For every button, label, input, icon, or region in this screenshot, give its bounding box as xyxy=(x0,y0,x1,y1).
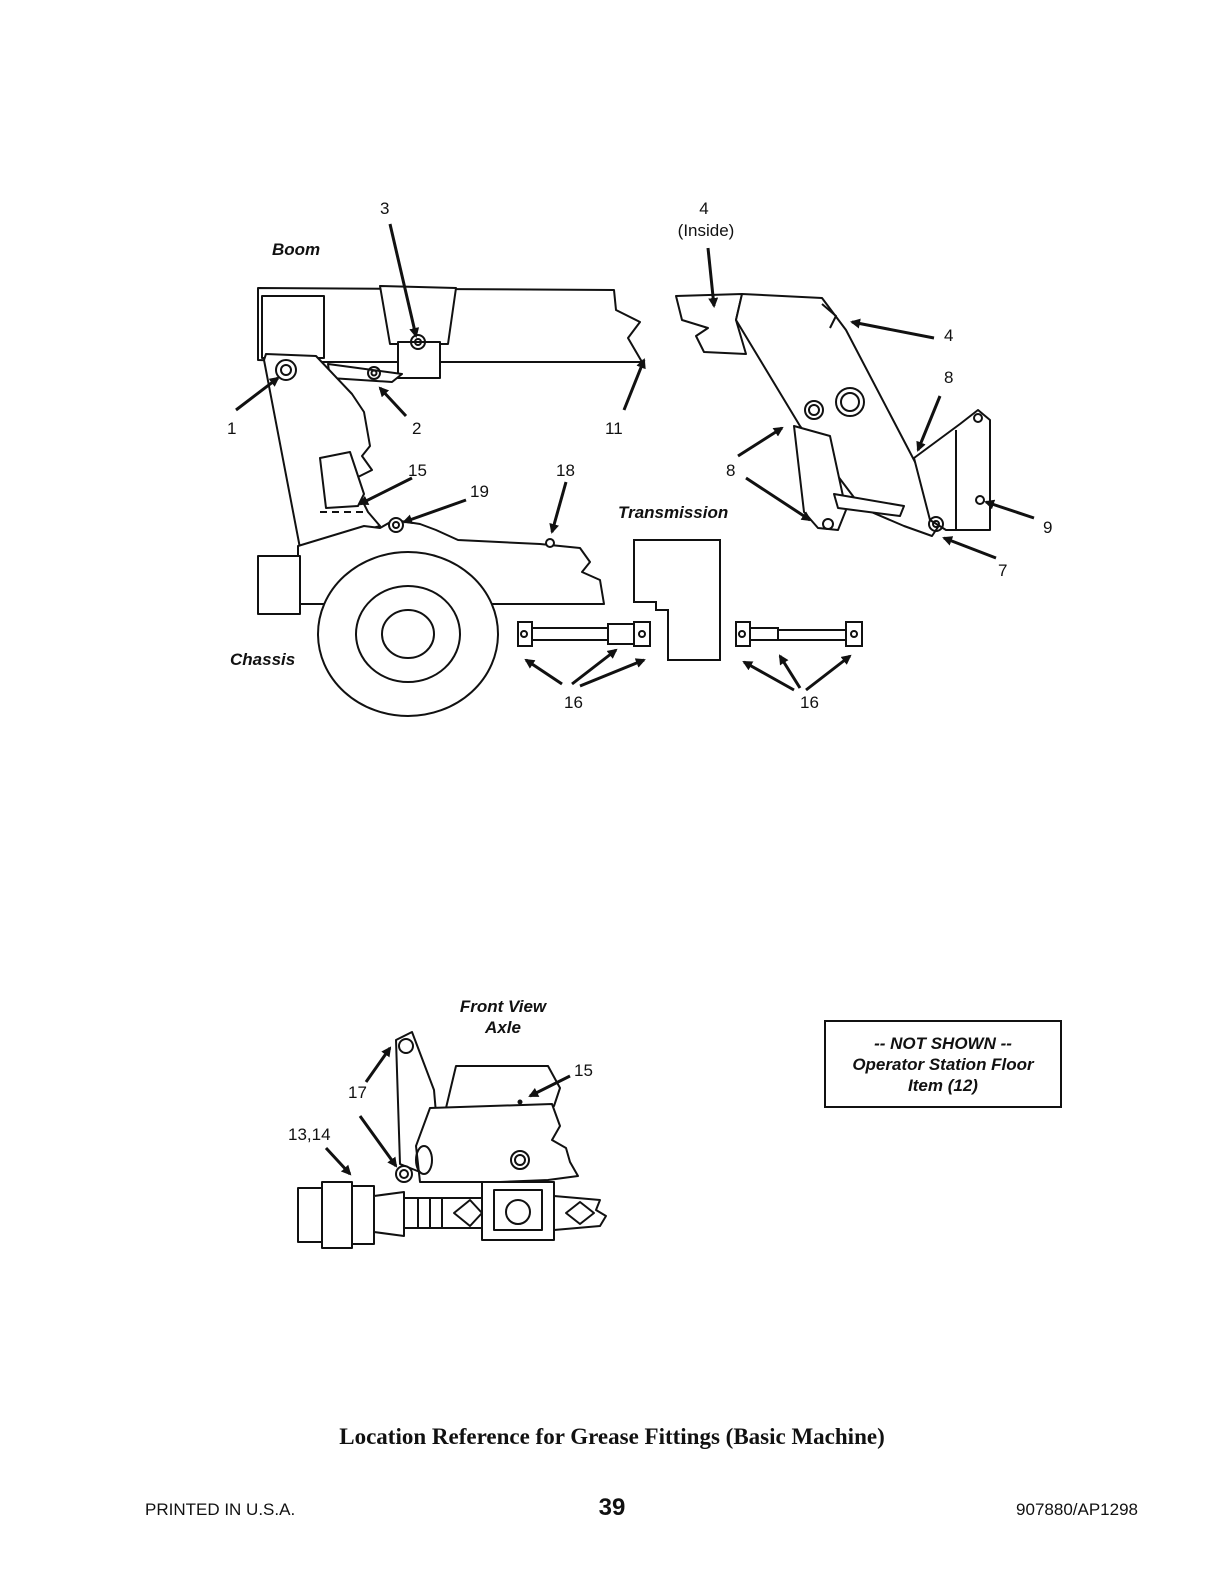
callout-16-right: 16 xyxy=(800,693,819,713)
section-label-chassis: Chassis xyxy=(230,650,295,670)
section-label-axle: Axle xyxy=(443,1018,563,1038)
section-label-front-view: Front View xyxy=(443,997,563,1017)
callout-4-inside: (Inside) xyxy=(666,221,746,241)
drive-shaft-left xyxy=(518,622,650,646)
note-line-not-shown: -- NOT SHOWN -- xyxy=(874,1033,1012,1054)
note-line-item: Item (12) xyxy=(908,1075,978,1096)
page-number: 39 xyxy=(582,1494,642,1522)
callout-16-left: 16 xyxy=(564,693,583,713)
footer-doc-number: 907880/AP1298 xyxy=(1016,1500,1138,1520)
not-shown-note-box: -- NOT SHOWN -- Operator Station Floor I… xyxy=(824,1020,1062,1108)
figure-caption: Location Reference for Grease Fittings (… xyxy=(0,1424,1224,1450)
callout-7: 7 xyxy=(998,561,1007,581)
callout-3: 3 xyxy=(380,199,389,219)
callout-18: 18 xyxy=(556,461,575,481)
callout-8-left: 8 xyxy=(726,461,735,481)
callout-19: 19 xyxy=(470,482,489,502)
callout-4-top: 4 xyxy=(674,199,734,219)
callout-15-chassis: 15 xyxy=(408,461,427,481)
section-label-boom: Boom xyxy=(272,240,320,260)
callout-13-14: 13,14 xyxy=(288,1125,331,1145)
boom-head-drawing xyxy=(676,294,990,536)
callout-9: 9 xyxy=(1043,518,1052,538)
callout-4-right: 4 xyxy=(944,326,953,346)
drive-shaft-right xyxy=(736,622,862,646)
callout-1: 1 xyxy=(227,419,236,439)
note-line-operator-station: Operator Station Floor xyxy=(852,1054,1033,1075)
callout-11: 11 xyxy=(605,419,623,439)
callout-17: 17 xyxy=(348,1083,367,1103)
boom-chassis-drawing xyxy=(258,286,642,716)
callout-8-top: 8 xyxy=(944,368,953,388)
callout-2: 2 xyxy=(412,419,421,439)
callout-15-axle: 15 xyxy=(574,1061,593,1081)
section-label-transmission: Transmission xyxy=(618,503,728,523)
footer-printed: PRINTED IN U.S.A. xyxy=(145,1500,295,1520)
axle-drawing xyxy=(298,1032,606,1248)
